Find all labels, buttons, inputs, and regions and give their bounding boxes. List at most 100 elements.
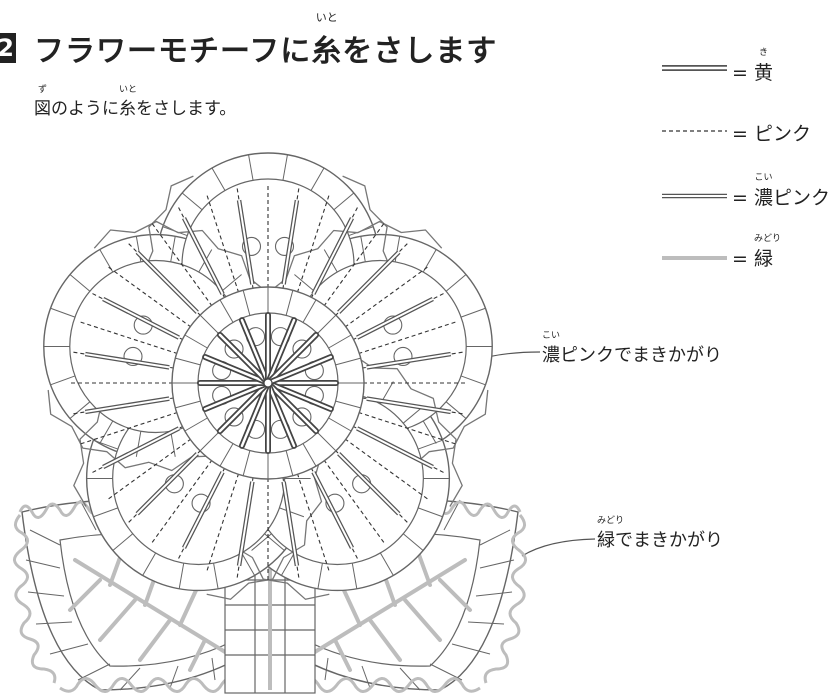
petal-ring-stitch bbox=[142, 552, 157, 576]
instruction-kanji-2: いと糸 bbox=[119, 85, 137, 119]
petal-ring-stitch bbox=[178, 563, 185, 589]
legend-eq: = bbox=[732, 123, 748, 145]
yellow-center-stitch-inner bbox=[266, 381, 296, 448]
center-ring-stitch bbox=[285, 450, 294, 476]
instruction-kanji-1-text: 図 bbox=[34, 99, 51, 119]
callout-leaf-whipstitch: みどり緑でまきかがり bbox=[597, 516, 723, 552]
dark-pink-stitch-inner bbox=[85, 353, 170, 369]
pink-dashed-stitch bbox=[77, 411, 178, 446]
instruction-kanji-1: ず図 bbox=[34, 85, 51, 119]
pink-dashed-stitch bbox=[149, 220, 213, 307]
yellow-center-stitch-inner bbox=[266, 381, 318, 433]
center-ring-stitch bbox=[219, 443, 234, 467]
title-kanji-ruby: いと糸 bbox=[311, 11, 343, 70]
center-ring-stitch bbox=[328, 417, 352, 432]
legend-ruby: き bbox=[758, 48, 768, 58]
pink-dashed-stitch bbox=[344, 438, 431, 502]
pink-dashed-stitch bbox=[358, 411, 459, 446]
dark-pink-stitch-inner bbox=[102, 427, 180, 468]
petal-ring-stitch bbox=[418, 439, 443, 450]
title-kanji: 糸 bbox=[311, 34, 343, 69]
petal-ring-stitch bbox=[460, 307, 486, 318]
dark-pink-stitch-inner bbox=[356, 427, 434, 468]
petal-ring-stitch bbox=[170, 431, 176, 457]
petal-ring-stitch bbox=[211, 167, 226, 191]
pink-dashed-stitch bbox=[296, 192, 331, 293]
instruction-ruby-1: ず bbox=[37, 85, 47, 95]
dark-pink-stitch-inner bbox=[312, 217, 353, 295]
petal-ring-stitch bbox=[445, 401, 467, 419]
petal-ring-stitch bbox=[93, 507, 118, 518]
center-ring-stitch bbox=[219, 299, 234, 323]
center-ring-stitch bbox=[175, 357, 201, 366]
title-text-after: をさします bbox=[342, 34, 498, 69]
legend-kanji-text: 濃 bbox=[753, 187, 773, 209]
flower bbox=[43, 152, 493, 600]
center-ring-stitch bbox=[199, 314, 219, 334]
legend-label-green: みどり緑 bbox=[753, 234, 781, 271]
petal-ring-stitch bbox=[50, 307, 76, 318]
callout-flower-kanji: こい濃 bbox=[542, 331, 560, 367]
petal-ring-stitch bbox=[317, 563, 323, 589]
petal-ring-stitch bbox=[279, 507, 305, 518]
instruction-text: ず図のようにいと糸をさします。 bbox=[34, 85, 237, 119]
pink-dashed-stitch bbox=[344, 264, 431, 328]
petal-ring-stitch bbox=[402, 533, 424, 551]
center-ring-stitch bbox=[184, 334, 208, 349]
petal-ring-stitch bbox=[379, 552, 394, 576]
pink-dashed-stitch bbox=[205, 473, 240, 574]
center-ring-stitch bbox=[335, 400, 361, 409]
petal-ring-stitch bbox=[221, 274, 242, 292]
dark-pink-stitch-inner bbox=[85, 397, 170, 413]
yellow-center-stitch-inner bbox=[266, 381, 333, 411]
dark-pink-stitch-inner bbox=[282, 200, 298, 285]
legend-eq: = bbox=[732, 248, 748, 270]
legend-label-text: 緑 bbox=[753, 248, 773, 270]
dark-pink-stitch-inner bbox=[338, 453, 400, 515]
petal-ring-stitch bbox=[69, 401, 91, 419]
legend-line-samples bbox=[662, 65, 727, 260]
dark-pink-stitch-inner bbox=[356, 298, 434, 339]
legend-eq: = bbox=[732, 62, 748, 84]
pink-dashed-stitch bbox=[358, 320, 459, 355]
yellow-center-stitch-inner bbox=[218, 381, 270, 433]
center-ring-stitch bbox=[199, 432, 219, 452]
yellow-center-stitch-inner bbox=[240, 318, 270, 385]
dark-pink-stitch-inner bbox=[183, 471, 224, 549]
legend-label-dark-pink: ピンク bbox=[772, 187, 830, 209]
legend-ruby: こい bbox=[754, 173, 773, 183]
yellow-center-stitch-inner bbox=[240, 381, 270, 448]
center-ring-stitch bbox=[317, 432, 337, 452]
pink-dashed-stitch bbox=[149, 459, 213, 546]
pink-dashed-stitch bbox=[296, 473, 331, 574]
page-title: フラワーモチーフにいと糸をさします bbox=[34, 11, 498, 70]
center-ring-stitch bbox=[285, 290, 294, 316]
legend-kanji-dark: こい濃 bbox=[753, 173, 773, 210]
petal-ring-stitch bbox=[248, 154, 254, 181]
petal-ring-stitch bbox=[445, 274, 467, 292]
instruction-mid: のように bbox=[51, 99, 119, 119]
petal-ring-stitch bbox=[241, 552, 256, 576]
petal-ring-stitch bbox=[460, 375, 486, 386]
petal-ring-stitch bbox=[418, 507, 443, 518]
center-ring-stitch bbox=[184, 417, 208, 432]
instruction-rest: をさします。 bbox=[136, 99, 237, 119]
pink-dashed-stitch bbox=[323, 220, 387, 307]
center-ring-stitch bbox=[242, 290, 251, 316]
petal-ring-stitch bbox=[50, 375, 76, 386]
center-ring-stitch bbox=[302, 299, 317, 323]
dark-pink-stitch-inner bbox=[238, 481, 254, 566]
legend-label-yellow: き黄 bbox=[754, 48, 773, 85]
dark-pink-stitch-inner bbox=[136, 251, 198, 313]
yellow-center-stitch-inner bbox=[218, 333, 270, 385]
pink-dashed-stitch bbox=[105, 264, 192, 328]
petal-ring-stitch bbox=[99, 420, 114, 444]
petal-ring-stitch bbox=[213, 563, 219, 589]
dark-pink-stitch-inner bbox=[366, 353, 451, 369]
instruction-kanji-2-text: 糸 bbox=[119, 99, 136, 119]
callout-ruby: みどり bbox=[597, 516, 625, 526]
petal-ring-stitch bbox=[310, 167, 325, 191]
dark-pink-stitch-inner bbox=[238, 200, 254, 285]
petal-ring-stitch bbox=[135, 431, 142, 457]
